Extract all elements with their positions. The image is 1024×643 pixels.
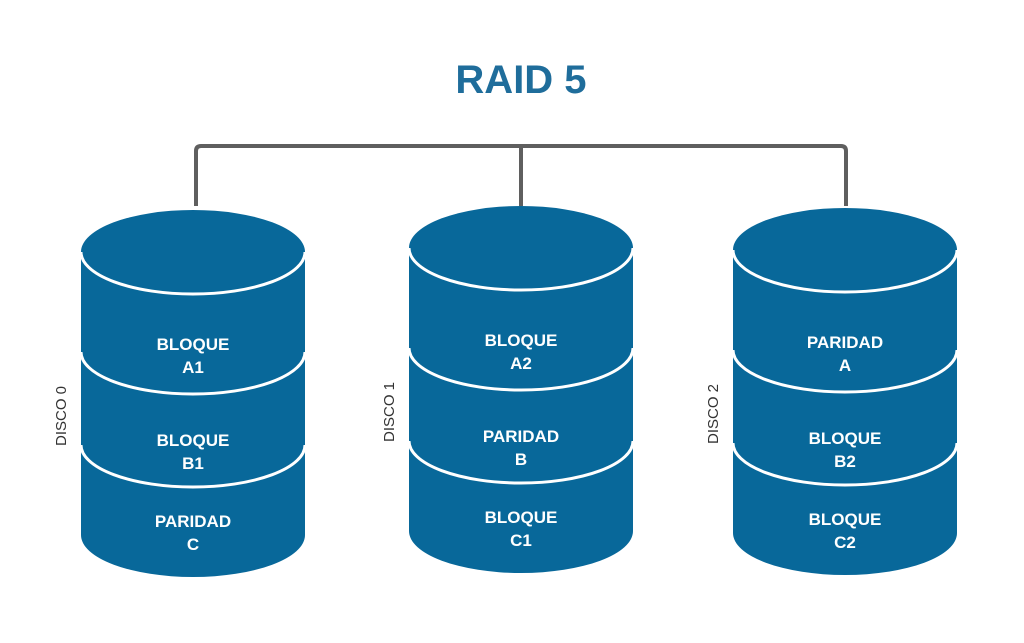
block-segment-label: BLOQUE C1 [485, 508, 558, 550]
segment-line2: B1 [182, 454, 204, 473]
block-segment-label: BLOQUE C2 [809, 510, 882, 552]
segment-line2: B [515, 450, 527, 469]
diagram-title: RAID 5 [455, 58, 586, 102]
block-segment-label: BLOQUE B1 [157, 431, 230, 473]
disk-body [81, 252, 305, 577]
segment-line2: C1 [510, 531, 532, 550]
segment-line2: C [187, 535, 199, 554]
segment-line1: BLOQUE [485, 331, 558, 350]
segment-divider [79, 351, 307, 396]
segment-divider [79, 444, 307, 489]
segment-line2: C2 [834, 533, 856, 552]
disk-body [409, 248, 633, 573]
block-segment-label: BLOQUE B2 [809, 429, 882, 471]
segment-line1: PARIDAD [483, 427, 559, 446]
segment-divider [407, 247, 635, 292]
parity-segment-label: PARIDAD B [483, 427, 559, 469]
segment-line1: BLOQUE [485, 508, 558, 527]
segment-line1: BLOQUE [157, 335, 230, 354]
segment-divider [79, 251, 307, 296]
block-segment-label: BLOQUE A2 [485, 331, 558, 373]
disk-top [81, 210, 305, 294]
segment-line2: A2 [510, 354, 532, 373]
segment-divider [731, 249, 959, 294]
segment-line2: B2 [834, 452, 856, 471]
disk-label: DISCO 1 [381, 382, 398, 442]
disk-top [409, 206, 633, 290]
block-segment-label: BLOQUE A1 [157, 335, 230, 377]
segment-line1: PARIDAD [807, 333, 883, 352]
segment-divider [731, 349, 959, 394]
segment-line2: A1 [182, 358, 204, 377]
segment-line1: PARIDAD [155, 512, 231, 531]
segment-divider [407, 440, 635, 485]
disk-label: DISCO 2 [705, 384, 722, 444]
segment-line1: BLOQUE [157, 431, 230, 450]
disk-body [733, 250, 957, 575]
segment-line2: A [839, 356, 851, 375]
parity-segment-label: PARIDAD A [807, 333, 883, 375]
segment-divider [407, 347, 635, 392]
segment-line1: BLOQUE [809, 429, 882, 448]
disk-label: DISCO 0 [53, 386, 70, 446]
parity-segment-label: PARIDAD C [155, 512, 231, 554]
segment-line1: BLOQUE [809, 510, 882, 529]
segment-divider [731, 442, 959, 487]
array-connector [194, 144, 848, 206]
disk-top [733, 208, 957, 292]
